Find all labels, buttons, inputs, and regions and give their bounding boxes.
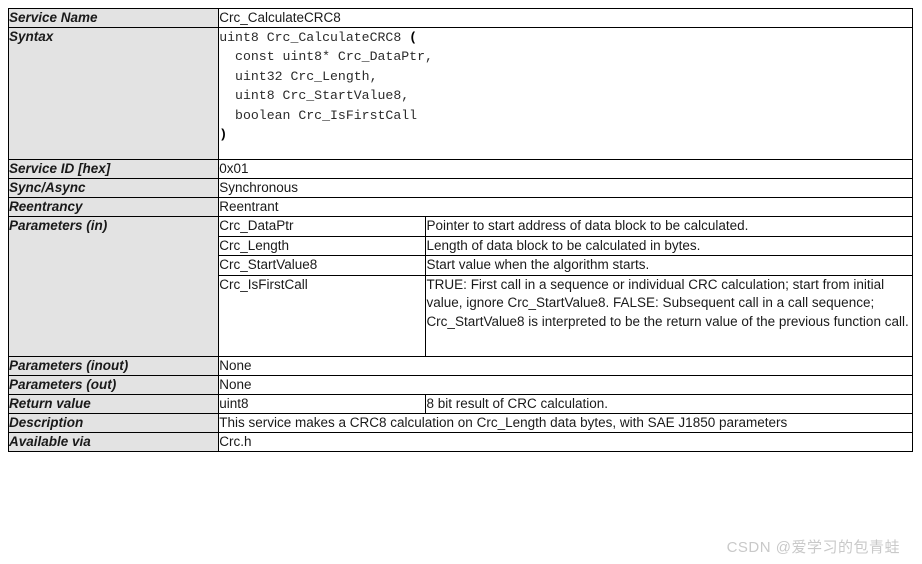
parameter-description: Pointer to start address of data block t… (425, 216, 913, 237)
table-row-service-name: Service Name Crc_CalculateCRC8 (7, 8, 913, 28)
row-value-syntax: uint8 Crc_CalculateCRC8 ( const uint8* C… (218, 27, 913, 160)
row-value-service-name: Crc_CalculateCRC8 (218, 8, 913, 28)
row-label-return-value: Return value (7, 393, 220, 414)
parameter-description: Start value when the algorithm starts. (425, 255, 913, 276)
row-value-reentrancy: Reentrant (218, 197, 913, 217)
row-label-syntax: Syntax (7, 27, 220, 160)
row-value-available-via: Crc.h (218, 432, 913, 452)
table-row-parameters-in-3: Crc_StartValue8 Start value when the alg… (9, 255, 913, 276)
row-label-sync-async: Sync/Async (7, 178, 220, 198)
row-label-parameters-in: Parameters (in) (7, 216, 220, 357)
row-label-service-name: Service Name (7, 8, 220, 28)
row-label-reentrancy: Reentrancy (7, 197, 220, 217)
table-row-reentrancy: Reentrancy Reentrant (7, 197, 913, 217)
row-label-parameters-inout: Parameters (inout) (7, 355, 220, 376)
row-value-parameters-out: None (218, 374, 913, 395)
table-row-parameters-in-4: Crc_IsFirstCall TRUE: First call in a se… (9, 274, 913, 357)
syntax-code-block: uint8 Crc_CalculateCRC8 ( const uint8* C… (219, 30, 433, 143)
table-row-sync-async: Sync/Async Synchronous (7, 178, 913, 198)
table-row-parameters-inout: Parameters (inout) None (7, 355, 913, 376)
service-specification-table: Service Name Crc_CalculateCRC8 Syntax ui… (7, 8, 913, 452)
row-label-available-via: Available via (7, 432, 220, 452)
table-row-available-via: Available via Crc.h (7, 432, 913, 452)
parameter-description: TRUE: First call in a sequence or indivi… (425, 274, 913, 357)
table-row-parameters-out: Parameters (out) None (7, 374, 913, 395)
row-value-sync-async: Synchronous (218, 178, 913, 198)
table-row-return-value: Return value uint8 8 bit result of CRC c… (7, 393, 913, 414)
table-row-parameters-in-2: Crc_Length Length of data block to be ca… (9, 235, 913, 256)
parameter-name: Crc_StartValue8 (218, 255, 427, 276)
parameter-name: Crc_Length (218, 235, 427, 256)
row-value-service-id: 0x01 (218, 159, 913, 179)
table-row-syntax: Syntax uint8 Crc_CalculateCRC8 ( const u… (7, 27, 913, 160)
table-row-service-id: Service ID [hex] 0x01 (7, 159, 913, 179)
row-value-description: This service makes a CRC8 calculation on… (218, 413, 913, 433)
table-row-description: Description This service makes a CRC8 ca… (7, 413, 913, 433)
table-row-parameters-in-1: Parameters (in) Crc_DataPtr Pointer to s… (7, 216, 913, 357)
parameter-name: Crc_IsFirstCall (218, 274, 427, 357)
parameter-description: Length of data block to be calculated in… (425, 235, 913, 256)
row-label-service-id: Service ID [hex] (7, 159, 220, 179)
return-value-type: uint8 (218, 393, 427, 414)
csdn-watermark: CSDN @爱学习的包青蛙 (726, 539, 900, 556)
parameter-name: Crc_DataPtr (218, 216, 427, 237)
row-value-parameters-inout: None (218, 355, 913, 376)
row-label-parameters-out: Parameters (out) (7, 374, 220, 395)
return-value-description: 8 bit result of CRC calculation. (425, 393, 913, 414)
row-label-description: Description (7, 413, 220, 433)
